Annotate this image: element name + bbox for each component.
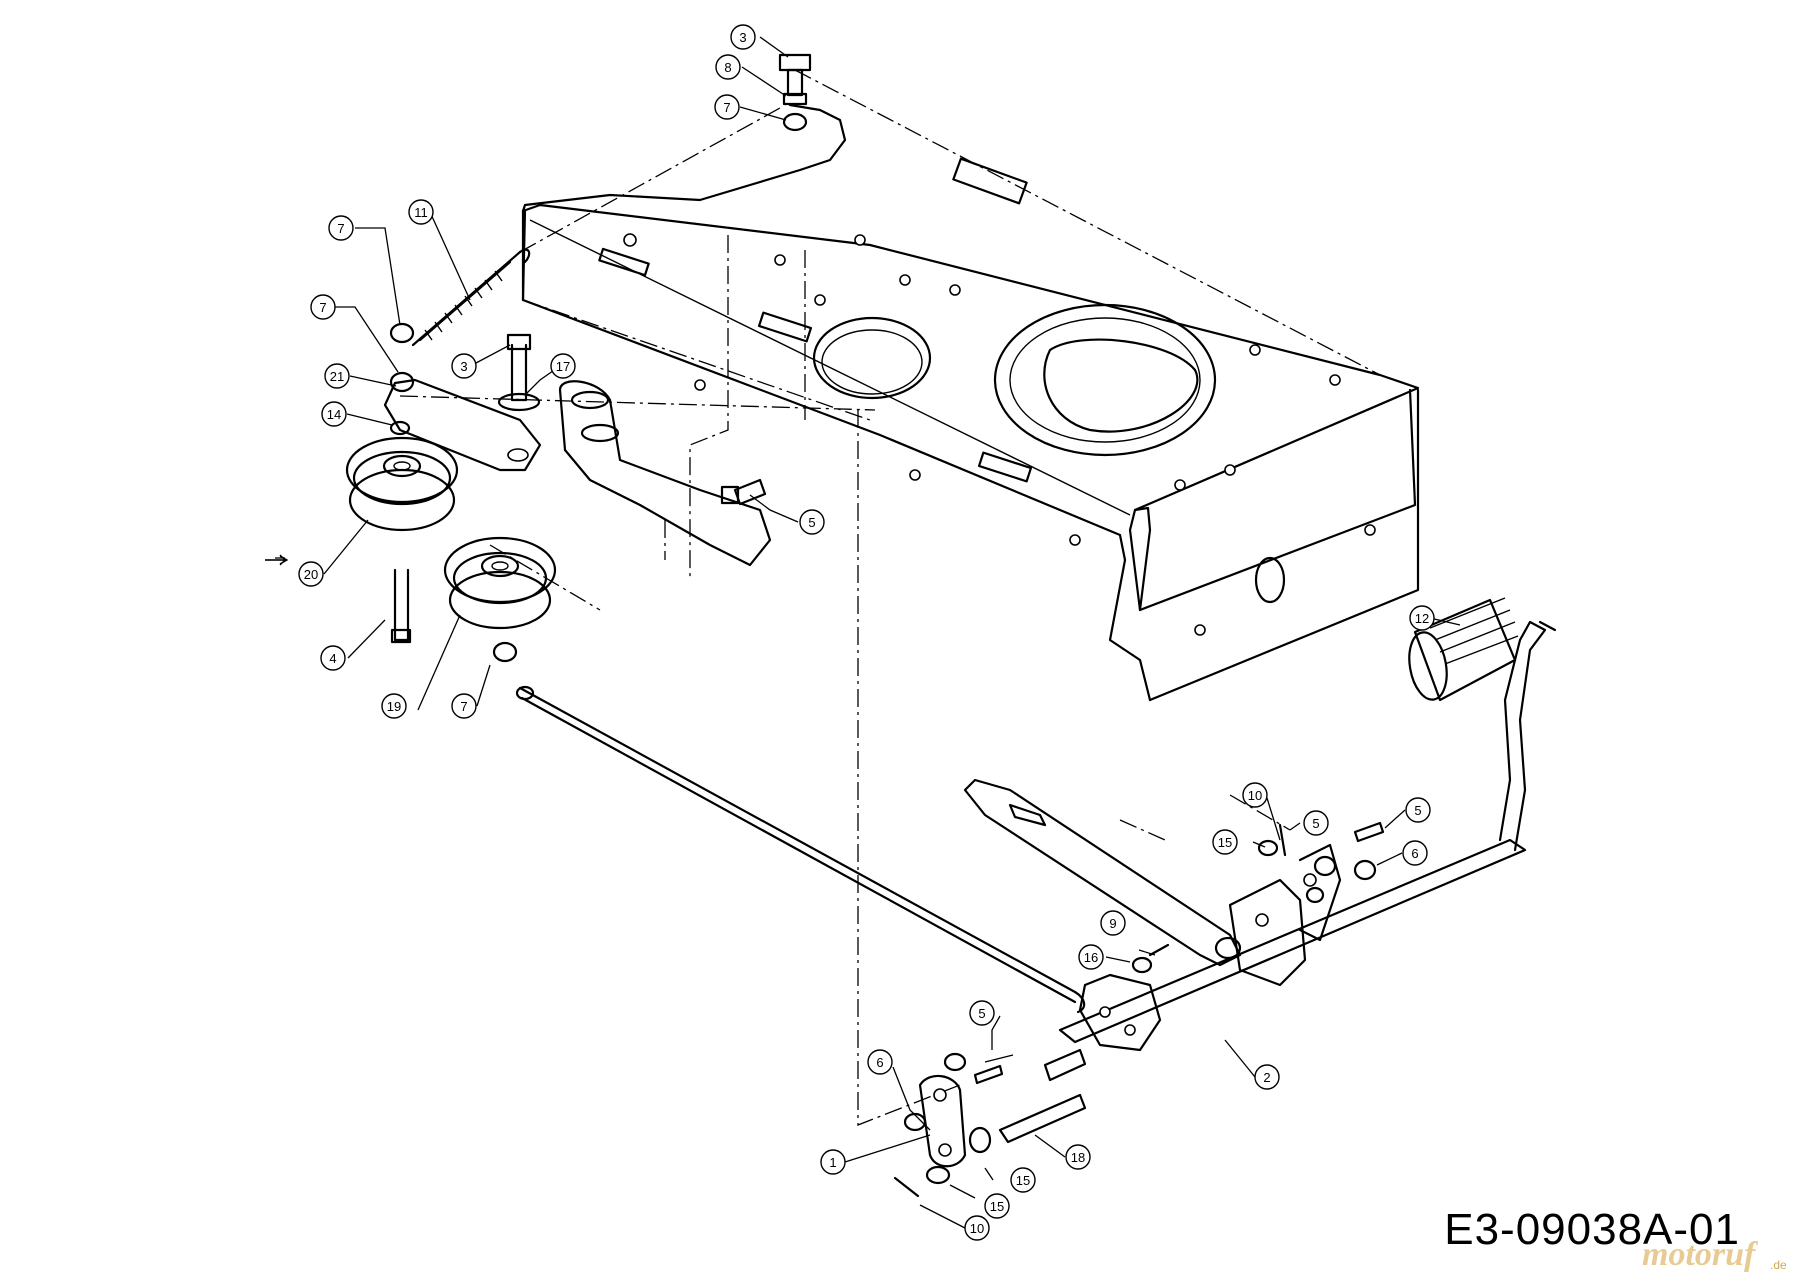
callout-16: 16 (1078, 944, 1104, 970)
callout-label: 10 (970, 1221, 984, 1236)
callout-label: 18 (1071, 1150, 1085, 1165)
callout-5-right: 5 (1405, 797, 1431, 823)
callout-8: 8 (715, 54, 741, 80)
callout-label: 11 (414, 205, 428, 220)
callout-10-upper: 10 (1242, 782, 1268, 808)
pulley-bracket (558, 380, 772, 567)
callout-label: 10 (1248, 788, 1262, 803)
callout-label: 19 (387, 699, 401, 714)
pulley-19 (443, 536, 557, 630)
callout-label: 6 (876, 1055, 883, 1070)
callout-2: 2 (1254, 1064, 1280, 1090)
callout-15-left: 15 (984, 1193, 1010, 1219)
callout-11: 11 (408, 199, 434, 225)
callout-label: 20 (304, 567, 318, 582)
callout-label: 3 (739, 30, 746, 45)
pedal-bracket (1228, 843, 1342, 987)
callout-19: 19 (381, 693, 407, 719)
callout-17: 17 (550, 353, 576, 379)
plate-1 (893, 1052, 1004, 1198)
assembly-lines (399, 69, 1381, 1126)
shaft-plate (998, 973, 1162, 1144)
callout-label: 5 (978, 1006, 985, 1021)
callout-14: 15 (1212, 829, 1238, 855)
callout-label: 14 (327, 407, 341, 422)
spring (411, 248, 531, 347)
chassis-frame (521, 103, 1420, 702)
callout-label: 5 (1414, 803, 1421, 818)
callout-label: 15 (990, 1199, 1004, 1214)
watermark: motoruf (1642, 1236, 1756, 1273)
callout-3-top: 3 (730, 24, 756, 50)
pedal-shaft (1058, 597, 1557, 1044)
callout-label: 5 (1312, 816, 1319, 831)
pointer-arrow-icon (265, 555, 289, 565)
callout-label: 7 (319, 300, 326, 315)
callout-label: 21 (330, 369, 344, 384)
callout-1: 1 (820, 1149, 846, 1175)
callout-20: 20 (298, 561, 324, 587)
watermark-suffix: .de (1770, 1258, 1787, 1272)
callout-label: 6 (1411, 846, 1418, 861)
callout-6-right: 6 (1402, 840, 1428, 866)
callout-label: 7 (723, 100, 730, 115)
callout-5-lever: 5 (1303, 810, 1329, 836)
callout-3-mid: 3 (451, 353, 477, 379)
callout-label: 15 (1016, 1173, 1030, 1188)
callout-12: 12 (1409, 605, 1435, 631)
callout-label: 17 (556, 359, 570, 374)
callout-label: 7 (337, 221, 344, 236)
callout-label: 7 (460, 699, 467, 714)
callout-21: 21 (324, 363, 350, 389)
callout-18: 18 (1065, 1144, 1091, 1170)
idler-arm (383, 378, 542, 472)
callout-label: 12 (1415, 611, 1429, 626)
callout-7-left-lower: 7 (310, 294, 336, 320)
frame-opening (993, 303, 1217, 457)
lever-arm (963, 778, 1242, 967)
frame-holes (623, 233, 1376, 636)
callout-label: 1 (829, 1155, 836, 1170)
callout-label: 3 (460, 359, 467, 374)
callout-15-right: 15 (1010, 1167, 1036, 1193)
pulley-20 (345, 436, 459, 532)
callout-label: 5 (808, 515, 815, 530)
callout-label: 2 (1263, 1070, 1270, 1085)
callout-4: 4 (320, 645, 346, 671)
callout-label: 4 (329, 651, 336, 666)
callout-7-bottom: 7 (451, 693, 477, 719)
small-parts (1131, 821, 1385, 974)
callout-5-center: 5 (799, 509, 825, 535)
callout-label: 9 (1109, 916, 1116, 931)
leader-lines (265, 36, 1461, 1229)
callout-7-top: 7 (714, 94, 740, 120)
callout-label: 15 (1218, 835, 1232, 850)
callout-9: 9 (1100, 910, 1126, 936)
callout-10-lower: 10 (964, 1215, 990, 1241)
callout-6-bottom: 6 (867, 1049, 893, 1075)
callout-13: 14 (321, 401, 347, 427)
hardware (389, 53, 812, 663)
callout-5-bottom: 5 (969, 1000, 995, 1026)
callout-label: 8 (724, 60, 731, 75)
callout-label: 16 (1084, 950, 1098, 965)
callout-7-left-upper: 7 (328, 215, 354, 241)
control-rod (515, 685, 1086, 1014)
diagram-reference-number: E3-09038A-01 (1444, 1205, 1740, 1254)
